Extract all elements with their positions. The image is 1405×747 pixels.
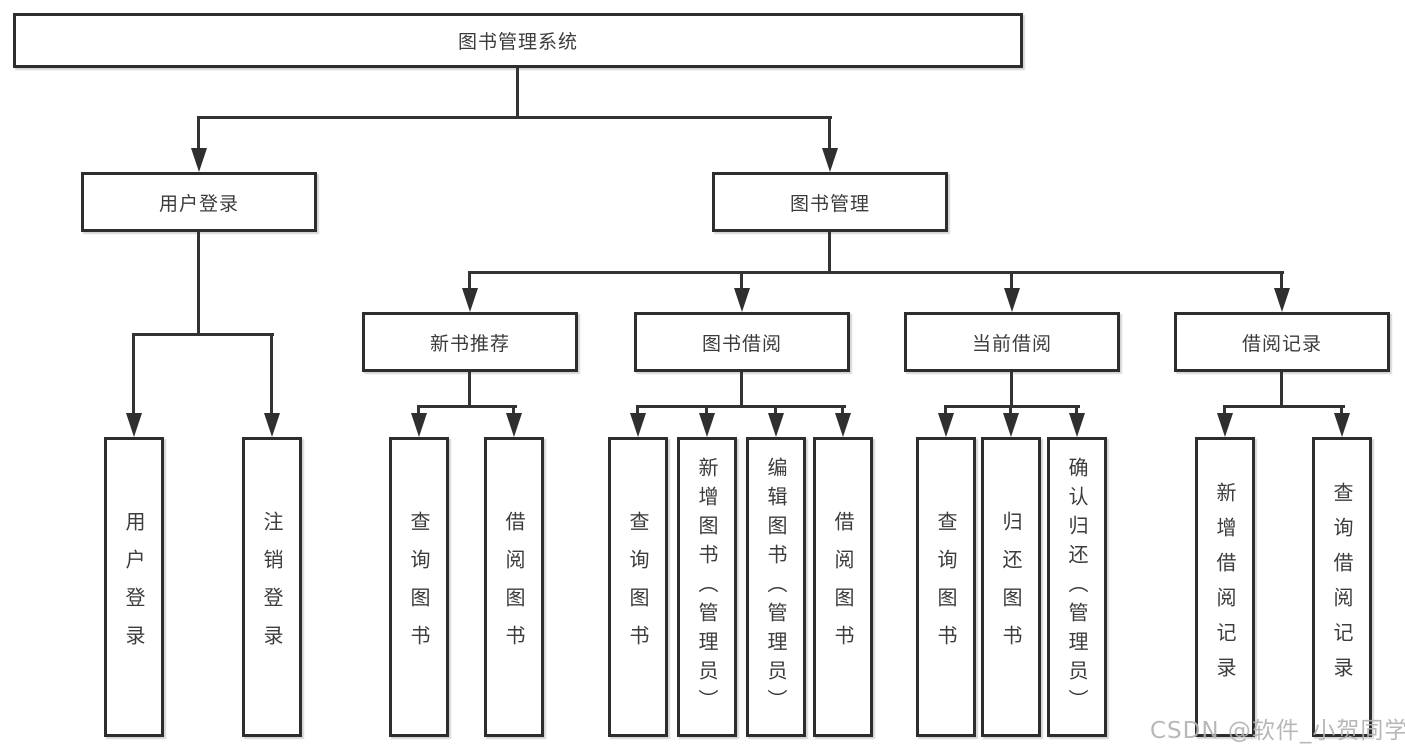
leaf-add-book-admin: 新增图书（管理员） — [677, 437, 737, 737]
leaf-edit-book-admin-label: 编辑图书（管理员） — [764, 456, 788, 718]
connector-drop — [468, 271, 471, 291]
arrow-down-icon — [1274, 288, 1290, 312]
connector-level3-bus — [468, 271, 1284, 274]
leaf-confirm-return-admin-label: 确认归还（管理员） — [1065, 456, 1089, 718]
node-user-login-label: 用户登录 — [158, 192, 239, 215]
arrow-down-icon — [411, 413, 427, 437]
connector-drop — [132, 333, 135, 416]
leaf-borrow-books-2: 借阅图书 — [813, 437, 873, 737]
connector-bus — [636, 405, 846, 408]
arrow-down-icon — [462, 288, 478, 312]
connector-user-bus — [132, 333, 274, 336]
leaf-query-books-2: 查询图书 — [608, 437, 668, 737]
leaf-logout: 注销登录 — [242, 437, 302, 737]
node-root: 图书管理系统 — [13, 13, 1023, 68]
arrow-down-icon — [264, 413, 280, 437]
connector-stem — [468, 372, 471, 408]
leaf-return-books: 归还图书 — [981, 437, 1041, 737]
connector-bus — [944, 405, 1080, 408]
connector-drop — [197, 116, 200, 150]
node-current-borrow-label: 当前借阅 — [971, 332, 1052, 355]
connector-drop — [512, 405, 515, 417]
connector-drop — [270, 333, 273, 416]
leaf-user-login-label: 用户登录 — [122, 511, 146, 663]
node-book-borrow: 图书借阅 — [634, 312, 850, 372]
node-new-book-recommend-label: 新书推荐 — [429, 332, 510, 355]
leaf-query-books-3-label: 查询图书 — [934, 511, 958, 663]
arrow-down-icon — [734, 288, 750, 312]
leaf-user-login: 用户登录 — [104, 437, 164, 737]
arrow-down-icon — [506, 413, 522, 437]
leaf-add-borrow-record-label: 新增借阅记录 — [1213, 482, 1237, 692]
arrow-down-icon — [191, 148, 207, 172]
leaf-query-books-3: 查询图书 — [916, 437, 976, 737]
arrow-down-icon — [1004, 288, 1020, 312]
connector-drop — [828, 116, 831, 150]
node-user-login: 用户登录 — [81, 172, 317, 232]
connector-drop — [417, 405, 420, 417]
node-book-management-label: 图书管理 — [789, 192, 870, 215]
connector-bus — [1223, 405, 1345, 408]
connector-stem — [1010, 372, 1013, 408]
connector-stem — [1280, 372, 1283, 408]
arrow-down-icon — [835, 413, 851, 437]
connector-drop — [1280, 271, 1283, 291]
csdn-watermark: CSDN @软件_小贺同学 — [1150, 718, 1405, 744]
connector-level2-bus — [197, 116, 832, 119]
arrow-down-icon — [126, 413, 142, 437]
arrow-down-icon — [1003, 413, 1019, 437]
connector-drop — [1010, 271, 1013, 291]
leaf-query-borrow-record-label: 查询借阅记录 — [1330, 482, 1354, 692]
leaf-query-books-1: 查询图书 — [389, 437, 449, 737]
leaf-add-borrow-record: 新增借阅记录 — [1195, 437, 1255, 737]
leaf-return-books-label: 归还图书 — [999, 511, 1023, 663]
leaf-confirm-return-admin: 确认归还（管理员） — [1047, 437, 1107, 737]
arrow-down-icon — [630, 413, 646, 437]
arrow-down-icon — [699, 413, 715, 437]
connector-stem — [740, 372, 743, 408]
connector-drop — [740, 271, 743, 291]
arrow-down-icon — [1069, 413, 1085, 437]
connector-drop — [636, 405, 639, 417]
connector-root-stem — [516, 68, 519, 118]
leaf-borrow-books-2-label: 借阅图书 — [831, 511, 855, 663]
connector-drop — [841, 405, 844, 417]
arrow-down-icon — [1217, 413, 1233, 437]
leaf-query-books-1-label: 查询图书 — [407, 511, 431, 663]
connector-drop — [1075, 405, 1078, 417]
connector-mgmt-stem — [828, 232, 831, 274]
connector-user-stem — [197, 232, 200, 336]
node-new-book-recommend: 新书推荐 — [362, 312, 578, 372]
leaf-query-books-2-label: 查询图书 — [626, 511, 650, 663]
leaf-logout-label: 注销登录 — [260, 511, 284, 663]
connector-bus — [417, 405, 517, 408]
connector-drop — [944, 405, 947, 417]
arrow-down-icon — [938, 413, 954, 437]
connector-drop — [1223, 405, 1226, 417]
connector-drop — [1009, 405, 1012, 417]
node-book-management: 图书管理 — [712, 172, 948, 232]
connector-drop — [705, 405, 708, 417]
node-root-label: 图书管理系统 — [457, 31, 578, 53]
node-book-borrow-label: 图书借阅 — [701, 332, 782, 355]
node-borrow-records-label: 借阅记录 — [1241, 332, 1322, 355]
node-borrow-records: 借阅记录 — [1174, 312, 1390, 372]
node-current-borrow: 当前借阅 — [904, 312, 1120, 372]
connector-drop — [1340, 405, 1343, 417]
arrow-down-icon — [822, 148, 838, 172]
leaf-edit-book-admin: 编辑图书（管理员） — [746, 437, 806, 737]
leaf-borrow-books-1: 借阅图书 — [484, 437, 544, 737]
arrow-down-icon — [768, 413, 784, 437]
leaf-add-book-admin-label: 新增图书（管理员） — [695, 456, 719, 718]
leaf-query-borrow-record: 查询借阅记录 — [1312, 437, 1372, 737]
connector-drop — [774, 405, 777, 417]
leaf-borrow-books-1-label: 借阅图书 — [502, 511, 526, 663]
arrow-down-icon — [1334, 413, 1350, 437]
